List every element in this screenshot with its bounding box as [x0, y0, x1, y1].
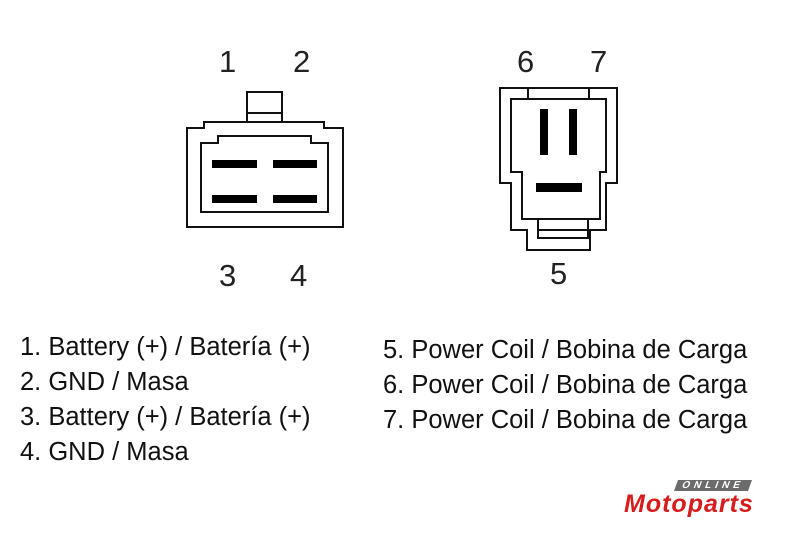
legend-item: 7. Power Coil / Bobina de Carga — [383, 406, 748, 434]
motoparts-logo: ONLINE Motoparts — [624, 478, 794, 522]
logo-motoparts: Motoparts — [624, 490, 754, 518]
pin-label-2: 2 — [293, 44, 311, 79]
pin-label-5: 5 — [550, 256, 568, 291]
connector-b — [499, 87, 618, 251]
legend-item: 4. GND / Masa — [20, 438, 189, 466]
legend-item: 1. Battery (+) / Batería (+) — [20, 333, 311, 361]
legend-item: 5. Power Coil / Bobina de Carga — [383, 336, 748, 364]
pin-label-4: 4 — [290, 258, 308, 293]
pin-label-7: 7 — [590, 44, 608, 79]
connector-a — [186, 91, 344, 228]
legend-item: 6. Power Coil / Bobina de Carga — [383, 371, 748, 399]
legend-item: 3. Battery (+) / Batería (+) — [20, 403, 311, 431]
pin-label-6: 6 — [517, 44, 535, 79]
legend-item: 2. GND / Masa — [20, 368, 189, 396]
pin-label-1: 1 — [219, 44, 237, 79]
pin-label-3: 3 — [219, 258, 237, 293]
legend-right: 5. Power Coil / Bobina de Carga 6. Power… — [383, 333, 747, 438]
legend-left: 1. Battery (+) / Batería (+) 2. GND / Ma… — [20, 330, 311, 470]
